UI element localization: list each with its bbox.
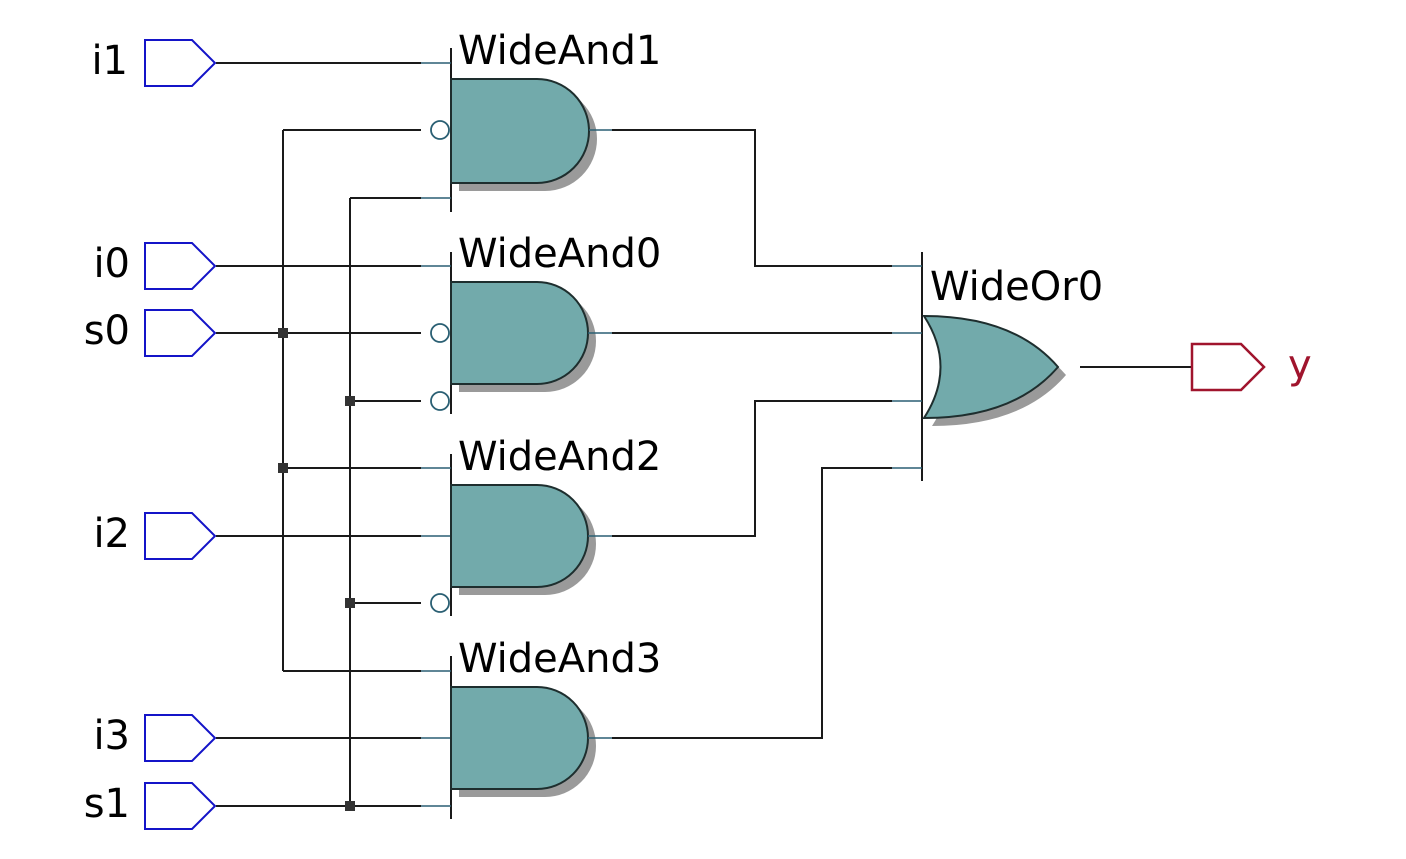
junctions bbox=[278, 328, 355, 811]
input-label-i1: i1 bbox=[91, 38, 128, 84]
wire-and3-to-or bbox=[612, 467, 892, 739]
gate-wideand0[interactable]: WideAnd0 bbox=[421, 231, 661, 414]
input-label-s1: s1 bbox=[84, 781, 130, 827]
inverter-bubble bbox=[430, 323, 450, 343]
and-gate-body bbox=[450, 484, 589, 588]
input-port-i2[interactable]: i2 bbox=[93, 511, 217, 560]
input-label-i2: i2 bbox=[93, 511, 130, 557]
input-port-icon bbox=[144, 309, 217, 357]
input-port-s0[interactable]: s0 bbox=[84, 308, 217, 357]
wires bbox=[216, 62, 1192, 807]
wire-and2-to-or bbox=[612, 400, 892, 537]
gate-label-wideor0: WideOr0 bbox=[930, 264, 1103, 310]
wire-and1-to-or bbox=[612, 129, 892, 267]
junction-dot bbox=[278, 463, 288, 473]
or-gate-body bbox=[922, 314, 1060, 420]
junction-dot bbox=[345, 396, 355, 406]
input-port-icon bbox=[144, 782, 217, 830]
junction-dot bbox=[345, 801, 355, 811]
and-gate-body bbox=[450, 281, 589, 385]
input-port-s1[interactable]: s1 bbox=[84, 781, 217, 830]
input-port-icon bbox=[144, 39, 217, 87]
output-port-y[interactable]: y bbox=[1190, 342, 1312, 392]
gate-label-wideand0: WideAnd0 bbox=[458, 231, 661, 277]
gate-wideand1[interactable]: WideAnd1 bbox=[421, 28, 661, 212]
gate-wideand3[interactable]: WideAnd3 bbox=[421, 636, 661, 819]
output-port-icon bbox=[1190, 342, 1266, 392]
junction-dot bbox=[345, 598, 355, 608]
input-ports: i1 i0 s0 i2 i3 s1 bbox=[84, 38, 217, 830]
and-gate-body bbox=[450, 686, 589, 790]
input-label-s0: s0 bbox=[84, 308, 130, 354]
inverter-bubble bbox=[430, 391, 450, 411]
gate-wideor0[interactable]: WideOr0 bbox=[892, 252, 1103, 481]
input-port-icon bbox=[144, 512, 217, 560]
input-port-i3[interactable]: i3 bbox=[93, 713, 217, 762]
gate-label-wideand3: WideAnd3 bbox=[458, 636, 661, 682]
input-port-i0[interactable]: i0 bbox=[93, 241, 217, 290]
input-port-i1[interactable]: i1 bbox=[91, 38, 217, 87]
input-label-i3: i3 bbox=[93, 713, 130, 759]
input-port-icon bbox=[144, 242, 217, 290]
input-label-i0: i0 bbox=[93, 241, 130, 287]
output-label-y: y bbox=[1288, 342, 1312, 388]
inverter-bubble bbox=[430, 593, 450, 613]
gate-wideand2[interactable]: WideAnd2 bbox=[421, 434, 661, 616]
inverter-bubble bbox=[430, 120, 450, 140]
gate-label-wideand2: WideAnd2 bbox=[458, 434, 661, 480]
and-gate-body bbox=[450, 78, 590, 184]
input-port-icon bbox=[144, 714, 217, 762]
junction-dot bbox=[278, 328, 288, 338]
gate-label-wideand1: WideAnd1 bbox=[458, 28, 661, 74]
